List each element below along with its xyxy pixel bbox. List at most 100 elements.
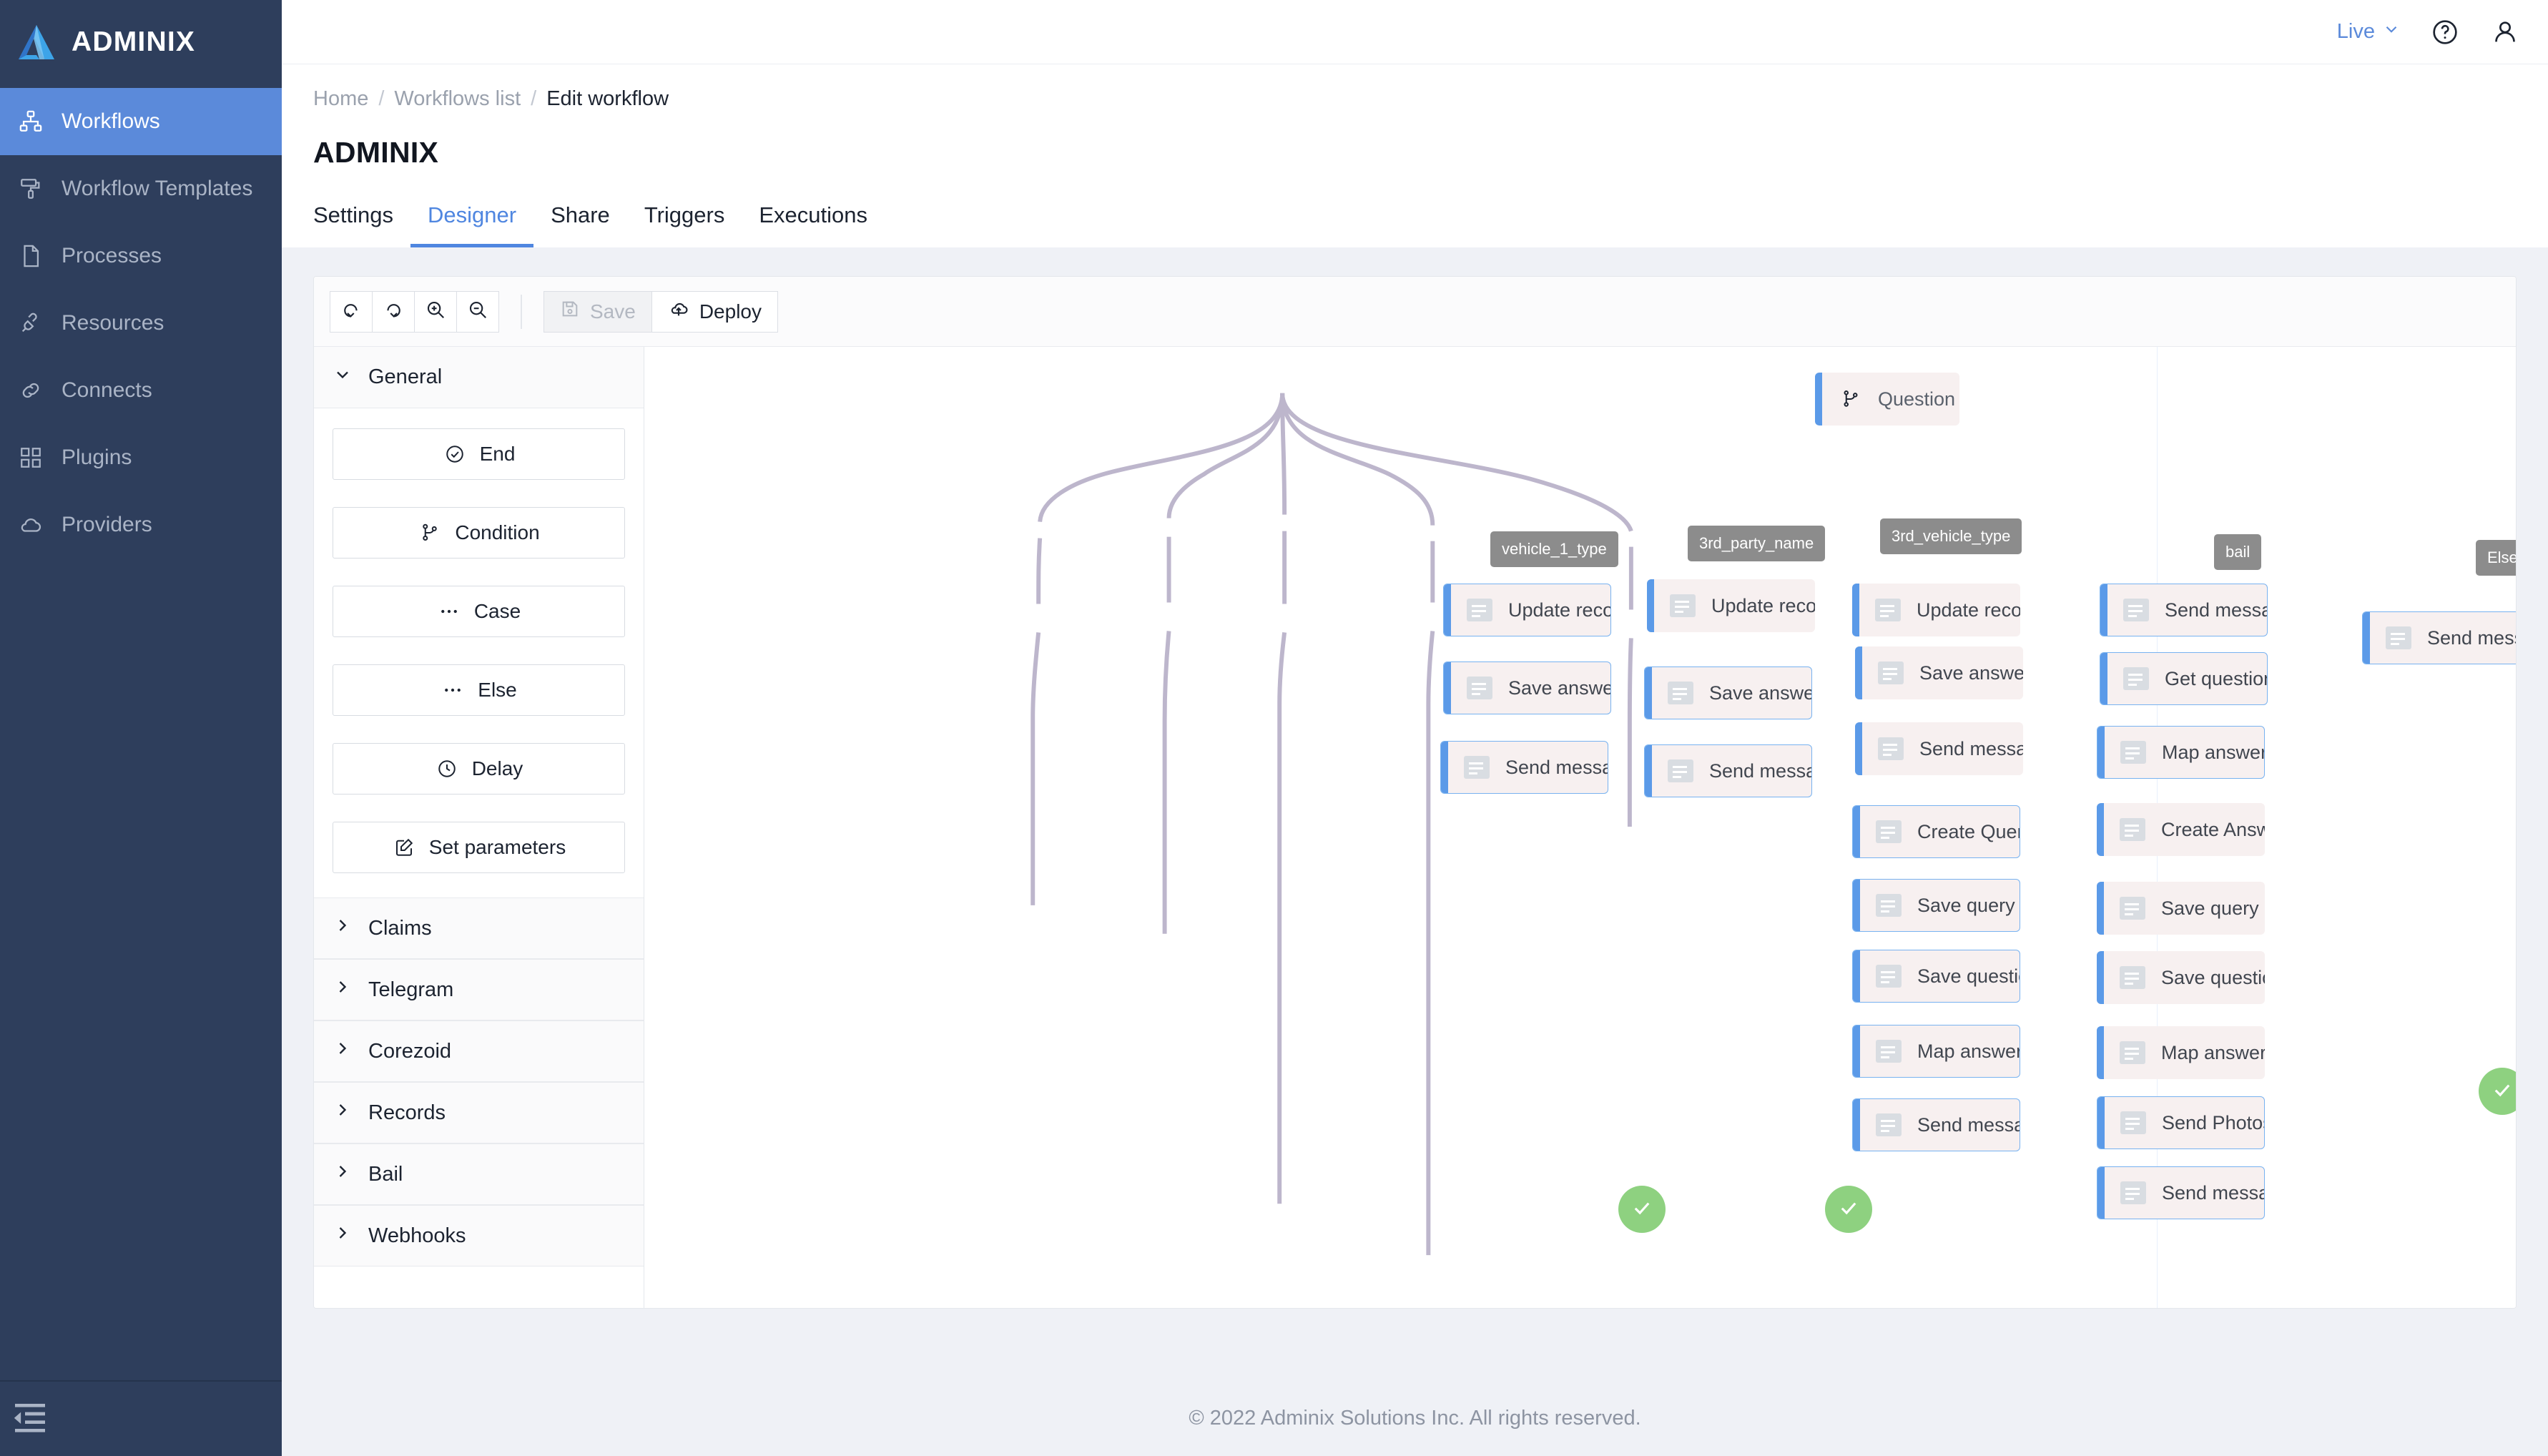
branch-icon (418, 521, 442, 545)
sidebar-item-plugins[interactable]: Plugins (0, 424, 282, 491)
paint-roller-icon (17, 175, 44, 202)
workflow-node[interactable]: Send message (1855, 722, 2023, 775)
workflow-node[interactable]: Save query ID (2097, 882, 2265, 935)
file-icon (17, 242, 44, 270)
palette-section-corezoid[interactable]: Corezoid (314, 1020, 644, 1082)
workflow-node[interactable]: Update record (1647, 579, 1815, 632)
task-icon (2120, 897, 2145, 920)
sidebar-item-resources[interactable]: Resources (0, 290, 282, 357)
workflow-node[interactable]: Save question obj (2097, 951, 2265, 1004)
node-label: Save query ID (1917, 894, 2020, 916)
sidebar-footer (0, 1380, 282, 1456)
workflow-node[interactable]: Create Query (1852, 805, 2020, 858)
workflow-end-node[interactable] (2479, 1068, 2516, 1115)
node-label: Get question obj (2165, 667, 2268, 689)
workflow-node[interactable]: Send Photos (2097, 1096, 2265, 1149)
workflow-node[interactable]: Save answer (1855, 646, 2023, 699)
breadcrumb-home[interactable]: Home (313, 87, 369, 110)
node-accent-bar (2097, 1097, 2105, 1148)
workflow-node[interactable]: Create Answer (2097, 803, 2265, 856)
designer-toolbar: Save Deploy (314, 277, 2516, 347)
environment-selector[interactable]: Live (2337, 20, 2401, 44)
workflow-node[interactable]: Save query ID (1852, 879, 2020, 932)
palette-item-case[interactable]: Case (333, 586, 625, 637)
palette-item-else[interactable]: Else (333, 664, 625, 716)
workflow-end-node[interactable] (1618, 1186, 1666, 1233)
node-accent-bar (2097, 727, 2105, 778)
palette-section-bail[interactable]: Bail (314, 1143, 644, 1205)
sidebar-item-processes[interactable]: Processes (0, 222, 282, 290)
workflow-node[interactable]: Save answer (1443, 661, 1611, 714)
workflow-node[interactable]: Send message (1852, 1098, 2020, 1151)
question-circle-icon[interactable] (2429, 16, 2461, 48)
task-icon (2123, 599, 2149, 621)
brand[interactable]: ADMINIX (0, 0, 282, 84)
designer-body: General End (314, 347, 2516, 1308)
palette-item-delay[interactable]: Delay (333, 743, 625, 795)
workflow-node[interactable]: Send message (2100, 584, 2268, 636)
workflow-node[interactable]: Send message (1440, 741, 1608, 794)
topbar: Live (282, 0, 2548, 64)
zoom-in-icon (425, 299, 446, 324)
workflow-node[interactable]: Send message (2362, 611, 2516, 664)
palette-section-claims[interactable]: Claims (314, 897, 644, 959)
undo-button[interactable] (330, 290, 373, 333)
main-area: Live Home / Workflows list / Edit workfl… (282, 0, 2548, 1456)
tab-share[interactable]: Share (551, 202, 610, 227)
palette-item-label: Set parameters (428, 836, 566, 858)
workflow-node[interactable]: Update record (1443, 584, 1611, 636)
node-accent-bar (1853, 1099, 1860, 1151)
sidebar-item-workflow-templates[interactable]: Workflow Templates (0, 155, 282, 222)
tab-triggers[interactable]: Triggers (644, 202, 725, 227)
breadcrumb: Home / Workflows list / Edit workflow (313, 64, 2517, 111)
sidebar-item-connects[interactable]: Connects (0, 357, 282, 424)
zoom-out-button[interactable] (456, 290, 499, 333)
workflow-node[interactable]: Map answer (2097, 726, 2265, 779)
palette-item-set-parameters[interactable]: Set parameters (333, 822, 625, 873)
workflow-node-root-question[interactable]: Question (1815, 373, 1959, 426)
user-icon[interactable] (2489, 16, 2521, 48)
workflow-node[interactable]: Map answers (1852, 1025, 2020, 1078)
node-label: Map answers (2161, 1041, 2265, 1063)
branch-label-3rd-party-name: 3rd_party_name (1688, 526, 1826, 561)
task-icon (1876, 820, 1902, 843)
workflow-canvas[interactable]: Question vehicle_1_type 3rd_party_name 3… (644, 347, 2516, 1308)
workflow-node[interactable]: Save question obj (1852, 950, 2020, 1003)
palette-section-records[interactable]: Records (314, 1082, 644, 1143)
deploy-button[interactable]: Deploy (651, 290, 778, 333)
node-accent-bar (1855, 722, 1862, 775)
palette-item-end[interactable]: End (333, 428, 625, 480)
workflow-node[interactable]: Send message (2097, 1166, 2265, 1219)
palette-section-general[interactable]: General (314, 347, 644, 408)
palette-section-webhooks[interactable]: Webhooks (314, 1205, 644, 1266)
node-label: Update record (1508, 599, 1610, 621)
save-button[interactable]: Save (543, 290, 652, 333)
palette-item-condition[interactable]: Condition (333, 507, 625, 559)
workflow-node[interactable]: Send message (1644, 744, 1812, 797)
sidebar-item-label: Plugins (62, 446, 132, 469)
collapse-sidebar-icon[interactable] (10, 1399, 50, 1439)
branch-label-3rd-vehicle-type: 3rd_vehicle_type (1880, 518, 2022, 554)
zoom-in-button[interactable] (414, 290, 457, 333)
task-icon (2120, 818, 2145, 841)
sidebar-item-providers[interactable]: Providers (0, 491, 282, 559)
breadcrumb-workflows-list[interactable]: Workflows list (394, 87, 521, 110)
task-icon (1876, 965, 1902, 988)
tab-executions[interactable]: Executions (759, 202, 867, 227)
workflow-node[interactable]: Save answer (1644, 666, 1812, 719)
palette-item-label: Delay (471, 757, 523, 779)
node-accent-bar (2100, 584, 2107, 636)
sidebar-item-workflows[interactable]: Workflows (0, 88, 282, 155)
workflow-node[interactable]: Update record (1852, 584, 2020, 636)
grid-icon (17, 444, 44, 471)
tab-settings[interactable]: Settings (313, 202, 394, 227)
node-accent-bar (1444, 662, 1451, 714)
redo-button[interactable] (372, 290, 415, 333)
workflow-end-node[interactable] (1825, 1186, 1872, 1233)
workflow-node[interactable]: Get question obj (2100, 652, 2268, 705)
palette-section-telegram[interactable]: Telegram (314, 959, 644, 1020)
chevron-right-icon (333, 1038, 353, 1064)
tab-designer[interactable]: Designer (410, 202, 534, 247)
node-palette: General End (314, 347, 644, 1308)
workflow-node[interactable]: Map answers (2097, 1026, 2265, 1079)
